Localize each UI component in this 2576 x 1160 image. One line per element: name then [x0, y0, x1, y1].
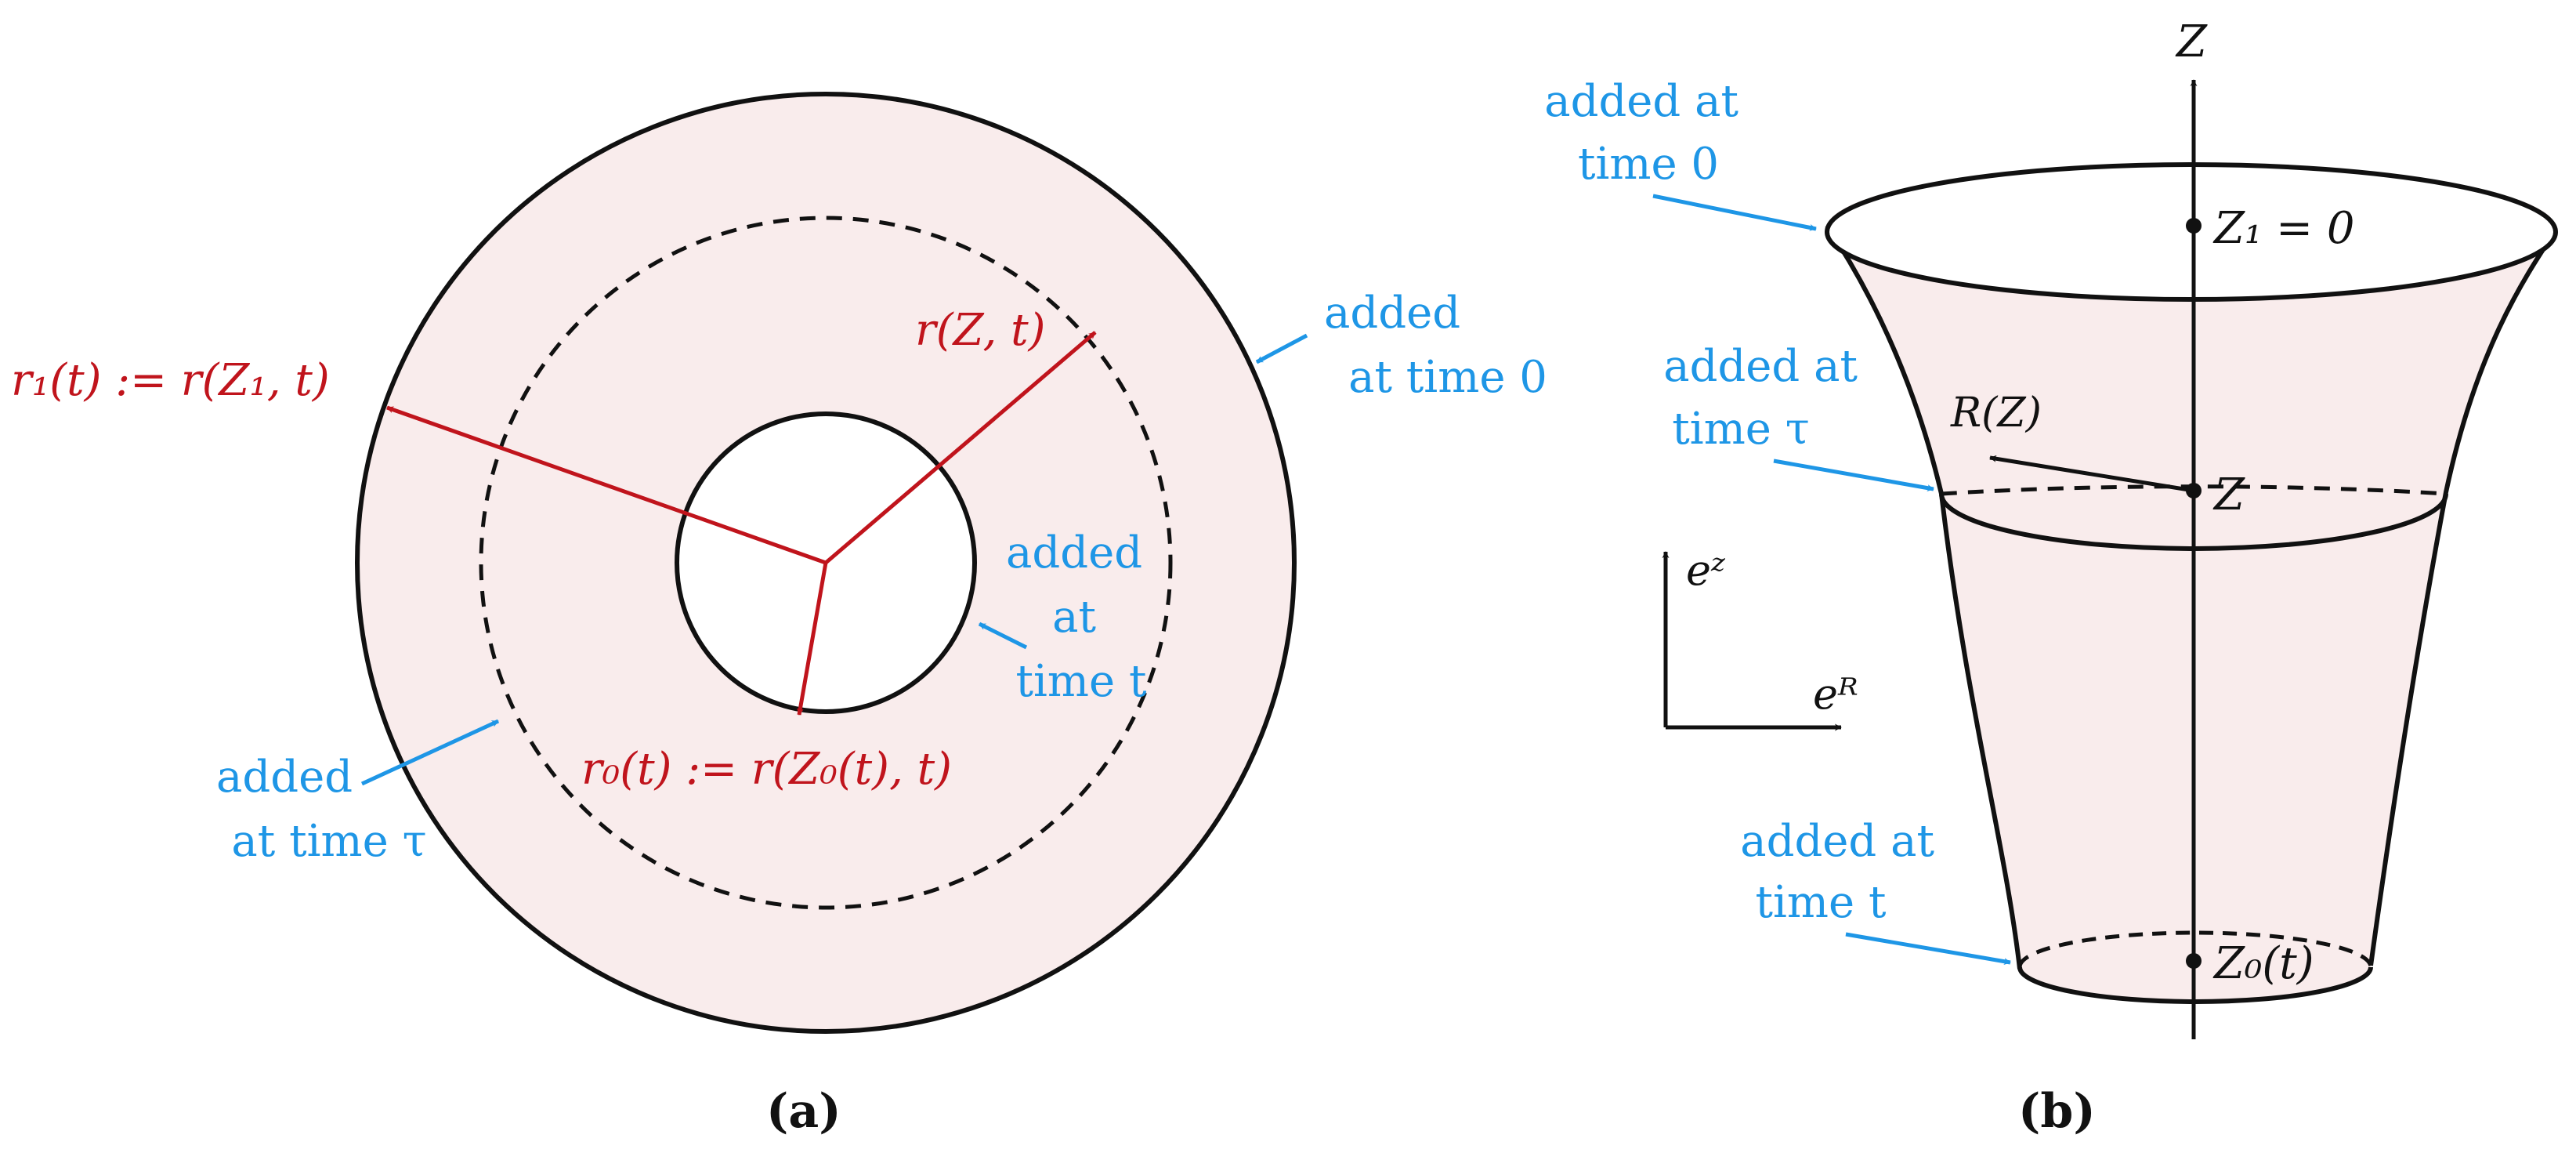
basis-z-label: eᶻ [1686, 546, 1726, 595]
top-added-label: added at time 0 [1544, 76, 1753, 190]
z0-point [2186, 953, 2202, 969]
outer-added-arrow [1255, 333, 1308, 364]
bottom-added-label: added at time t [1740, 816, 1948, 928]
z0-label: Z₀(t) [2212, 938, 2314, 989]
mid-added-arrow [1773, 459, 1934, 492]
bottom-ellipse-back [2017, 930, 2373, 968]
frustum-left-wall [1825, 224, 2022, 970]
top-added-arrow [1652, 194, 1817, 231]
panel-a: r₁(t) := r(Z₁, t) r(Z, t) r₀(t) := r(Z₀(… [11, 92, 1547, 1139]
mid-added-label: added at time τ [1663, 341, 1872, 455]
r1-label: r₁(t) := r(Z₁, t) [11, 355, 330, 406]
z-axis-label: Z [2175, 16, 2208, 67]
z1-label: Z₁ = 0 [2212, 203, 2355, 254]
dashed-added-arrow [360, 719, 500, 786]
caption-a: (a) [766, 1084, 841, 1139]
rZt-arrow [824, 331, 1097, 564]
radius-arrow [1989, 455, 2194, 493]
r0-arrow [796, 562, 828, 716]
r0-label: r₀(t) := r(Z₀(t), t) [581, 744, 952, 795]
rZt-label: r(Z, t) [915, 305, 1046, 356]
outer-added-label: added at time 0 [1324, 288, 1547, 403]
dashed-circle [479, 216, 1173, 910]
frustum-right-wall [2368, 229, 2558, 966]
annulus-region [357, 94, 1294, 1031]
inner-added-label: added at time t [1006, 527, 1156, 707]
radius-label: R(Z) [1950, 390, 2042, 437]
z1-point [2186, 218, 2202, 234]
bottom-added-arrow [1845, 932, 2011, 966]
frustum-body [1827, 163, 2556, 1001]
dashed-added-label: added at time τ [216, 752, 427, 867]
z-label: Z [2212, 469, 2245, 520]
r1-arrow [386, 405, 827, 565]
basis-r-label: eᴿ [1813, 669, 1858, 719]
outer-circle [355, 92, 1297, 1034]
panel-b: Z Z₁ = 0 Z Z₀(t) R(Z) eᶻ eᴿ added at tim… [1544, 16, 2558, 1139]
inner-added-arrow [978, 622, 1028, 650]
caption-b: (b) [2018, 1084, 2096, 1139]
